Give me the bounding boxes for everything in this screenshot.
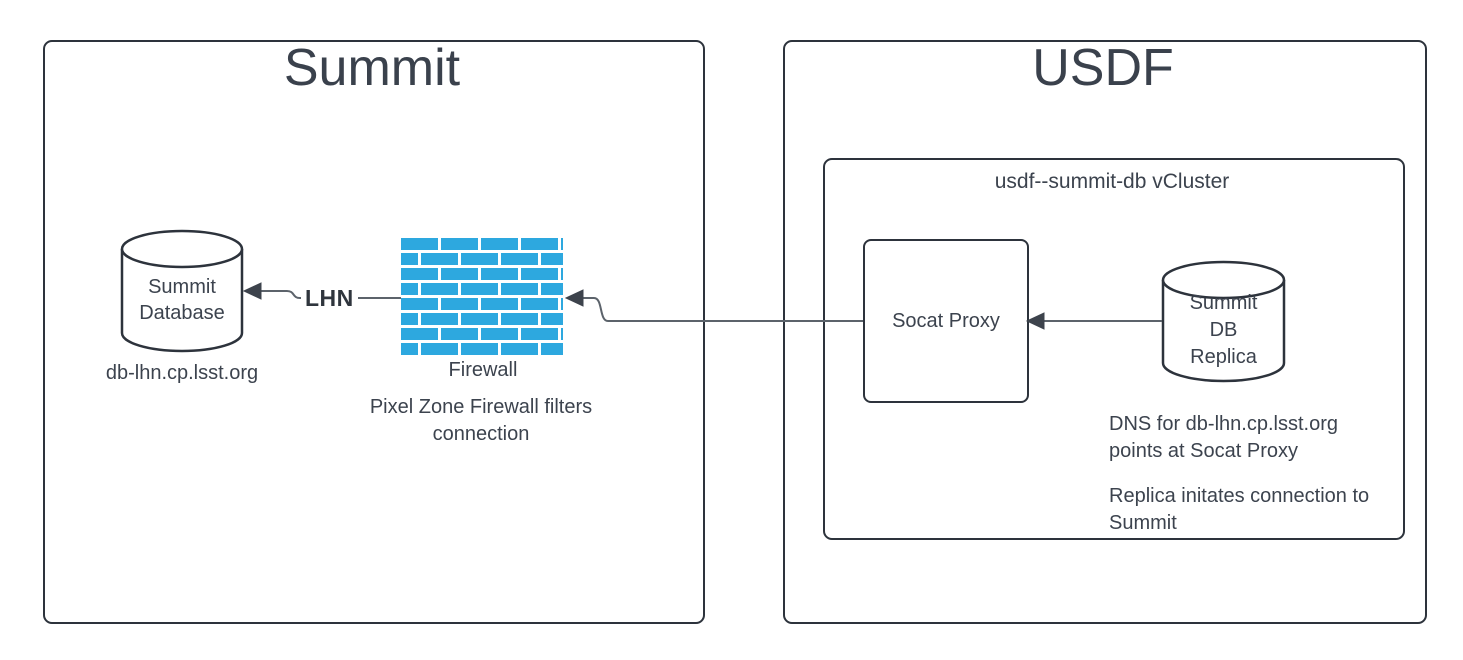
vcluster-label: usdf--summit-db vCluster xyxy=(994,170,1230,193)
summit-db-cylinder xyxy=(120,229,244,353)
lhn-connector-arrowhead-icon xyxy=(242,282,262,300)
summit-db-label: Summit Database xyxy=(121,274,243,326)
socat-proxy-label: Socat Proxy xyxy=(892,309,1000,332)
firewall-note: Pixel Zone Firewall filters connection xyxy=(331,394,631,448)
summit-db-label-line2: Database xyxy=(139,302,225,324)
firewall-note-line2: connection xyxy=(432,423,530,445)
summit-db-hostname: db-lhn.cp.lsst.org xyxy=(105,362,259,384)
replica-note-line2: Summit xyxy=(1109,512,1177,534)
socat-proxy-node: Socat Proxy xyxy=(863,239,1029,403)
summit-db-label-line1: Summit xyxy=(148,276,216,298)
dns-note: DNS for db-lhn.cp.lsst.org points at Soc… xyxy=(1109,411,1338,465)
vcluster-box xyxy=(823,158,1405,540)
lhn-edge-label: LHN xyxy=(301,285,358,311)
replica-note: Replica initates connection to Summit xyxy=(1109,483,1369,537)
socat-to-firewall-connector xyxy=(583,297,863,322)
dns-note-line2: points at Socat Proxy xyxy=(1109,440,1298,462)
summit-group-box xyxy=(43,40,705,624)
usdf-group-title: USDF xyxy=(1032,39,1174,97)
lhn-connector xyxy=(260,290,401,299)
replica-db-cylinder-body xyxy=(1161,280,1286,383)
socat-to-firewall-arrowhead-icon xyxy=(564,289,584,307)
summit-db-cylinder-body xyxy=(120,249,244,353)
replica-db-cylinder-top xyxy=(1161,260,1286,300)
replica-db-label-line2: DB xyxy=(1209,319,1238,341)
replica-db-label-line1: Summit xyxy=(1189,292,1258,314)
firewall-brick-pattern xyxy=(401,238,563,357)
summit-db-cylinder-top xyxy=(120,229,244,269)
replica-note-line1: Replica initates connection to xyxy=(1109,485,1370,507)
dns-note-line1: DNS for db-lhn.cp.lsst.org xyxy=(1109,413,1338,435)
replica-to-socat-arrowhead-icon xyxy=(1025,312,1045,330)
summit-group-title: Summit xyxy=(283,39,461,97)
replica-db-cylinder xyxy=(1161,260,1286,383)
replica-db-label: Summit DB Replica xyxy=(1162,290,1285,371)
usdf-group-box xyxy=(783,40,1427,624)
replica-db-label-line3: Replica xyxy=(1190,346,1257,368)
firewall-label: Firewall xyxy=(448,359,518,381)
firewall-note-line1: Pixel Zone Firewall filters xyxy=(369,396,593,418)
firewall-icon xyxy=(401,238,563,357)
